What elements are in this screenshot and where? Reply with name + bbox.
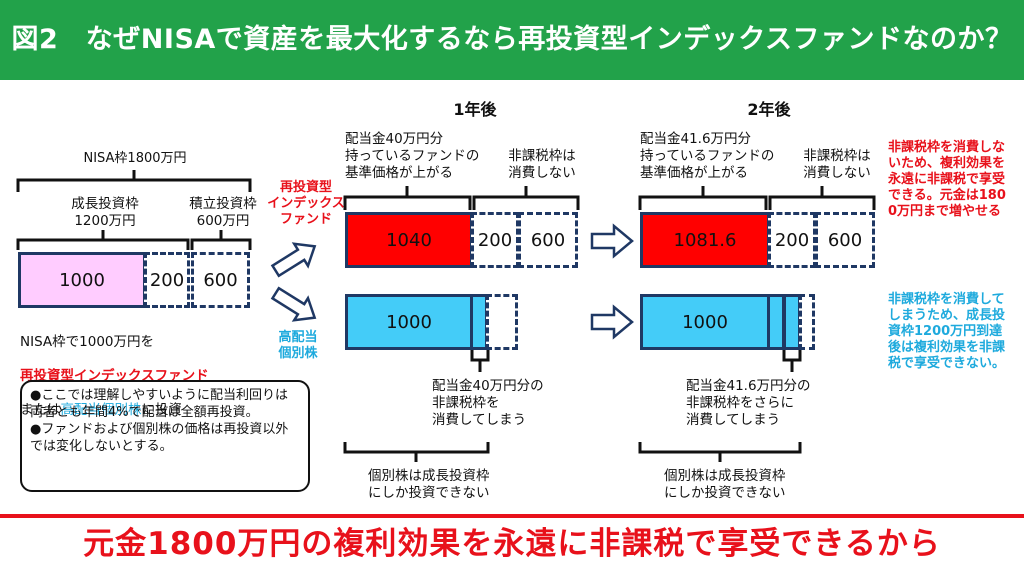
year1-stock-note: 配当金40万円分の 非課税枠を 消費してしまう — [432, 378, 544, 428]
year2-stock-bracket — [782, 350, 802, 372]
tsumitate-limit-label: 積立投資枠 600万円 — [189, 196, 257, 229]
year2-fund-growth-remaining: 200 — [768, 212, 816, 268]
year1-tax-note: 非課税枠は 消費しない — [508, 148, 576, 181]
left-tsumitate-space: 600 — [191, 252, 250, 308]
arrow-to-stock — [270, 286, 317, 322]
growth-bracket — [16, 230, 190, 250]
year2-title: 2年後 — [747, 100, 791, 119]
year1-stock-remaining — [486, 294, 518, 350]
assumption-note: ●ここでは理解しやすいように配当利回りは両者とも年間4%で配当は全額再投資。 ●… — [20, 380, 310, 492]
left-invest-bar: 1000 — [18, 252, 146, 308]
fund-conclusion-note: 非課税枠を消費しないため、複利効果を永遠に非課税で享受できる。元金は1800万円… — [888, 140, 1006, 219]
year2-bottom-note: 個別株は成長投資枠 にしか投資できない — [664, 468, 786, 501]
header-bar — [0, 0, 1024, 80]
year1-fund-bracket — [343, 186, 472, 210]
year1-fund-tsumitate: 600 — [518, 212, 578, 268]
year2-bottom-bracket — [638, 442, 802, 462]
tsumitate-bracket — [190, 230, 252, 250]
page-title: 図2 なぜNISAで資産を最大化するなら再投資型インデックスファンドなのか？ — [11, 24, 1013, 55]
year2-stock-remaining — [799, 294, 815, 350]
year2-fund-bracket — [638, 186, 768, 210]
fund-label: 再投資型 インデックス ファンド — [267, 180, 345, 227]
year1-fund-note: 配当金40万円分 持っているファンドの 基準価格が上がる — [345, 131, 480, 181]
nisa-total-bracket — [16, 170, 252, 192]
stock-label: 高配当 個別株 — [278, 330, 318, 361]
arrow-stock-year1-to-year2 — [590, 304, 634, 340]
year1-bottom-note: 個別株は成長投資枠 にしか投資できない — [368, 468, 490, 501]
year1-title: 1年後 — [453, 100, 497, 119]
year1-bottom-bracket — [343, 442, 490, 462]
year1-fund-growth-remaining: 200 — [471, 212, 519, 268]
year2-tax-bracket — [768, 186, 876, 210]
year1-tax-bracket — [472, 186, 580, 210]
arrow-fund-year1-to-year2 — [590, 223, 634, 259]
year1-stock-bar: 1000 — [345, 294, 473, 350]
year1-fund-bar: 1040 — [345, 212, 473, 268]
growth-limit-label: 成長投資枠 1200万円 — [71, 196, 139, 229]
year2-stock-bar: 1000 — [640, 294, 770, 350]
footer-divider — [0, 514, 1024, 518]
arrow-to-fund — [270, 242, 317, 278]
year2-tax-note: 非課税枠は 消費しない — [803, 148, 871, 181]
year2-fund-tsumitate: 600 — [815, 212, 875, 268]
stock-conclusion-note: 非課税枠を消費してしまうため、成長投資枠1200万円到達後は複利効果を非課税で享… — [888, 292, 1006, 371]
left-growth-remaining: 200 — [144, 252, 190, 308]
year1-stock-bracket — [470, 350, 490, 372]
nisa-total-label: NISA枠1800万円 — [83, 151, 187, 166]
footer-conclusion: 元金1800万円の複利効果を永遠に非課税で享受できるから — [83, 526, 941, 562]
year2-stock-note: 配当金41.6万円分の 非課税枠をさらに 消費してしまう — [686, 378, 811, 428]
year2-fund-bar: 1081.6 — [640, 212, 770, 268]
year2-fund-note: 配当金41.6万円分 持っているファンドの 基準価格が上がる — [640, 131, 775, 181]
